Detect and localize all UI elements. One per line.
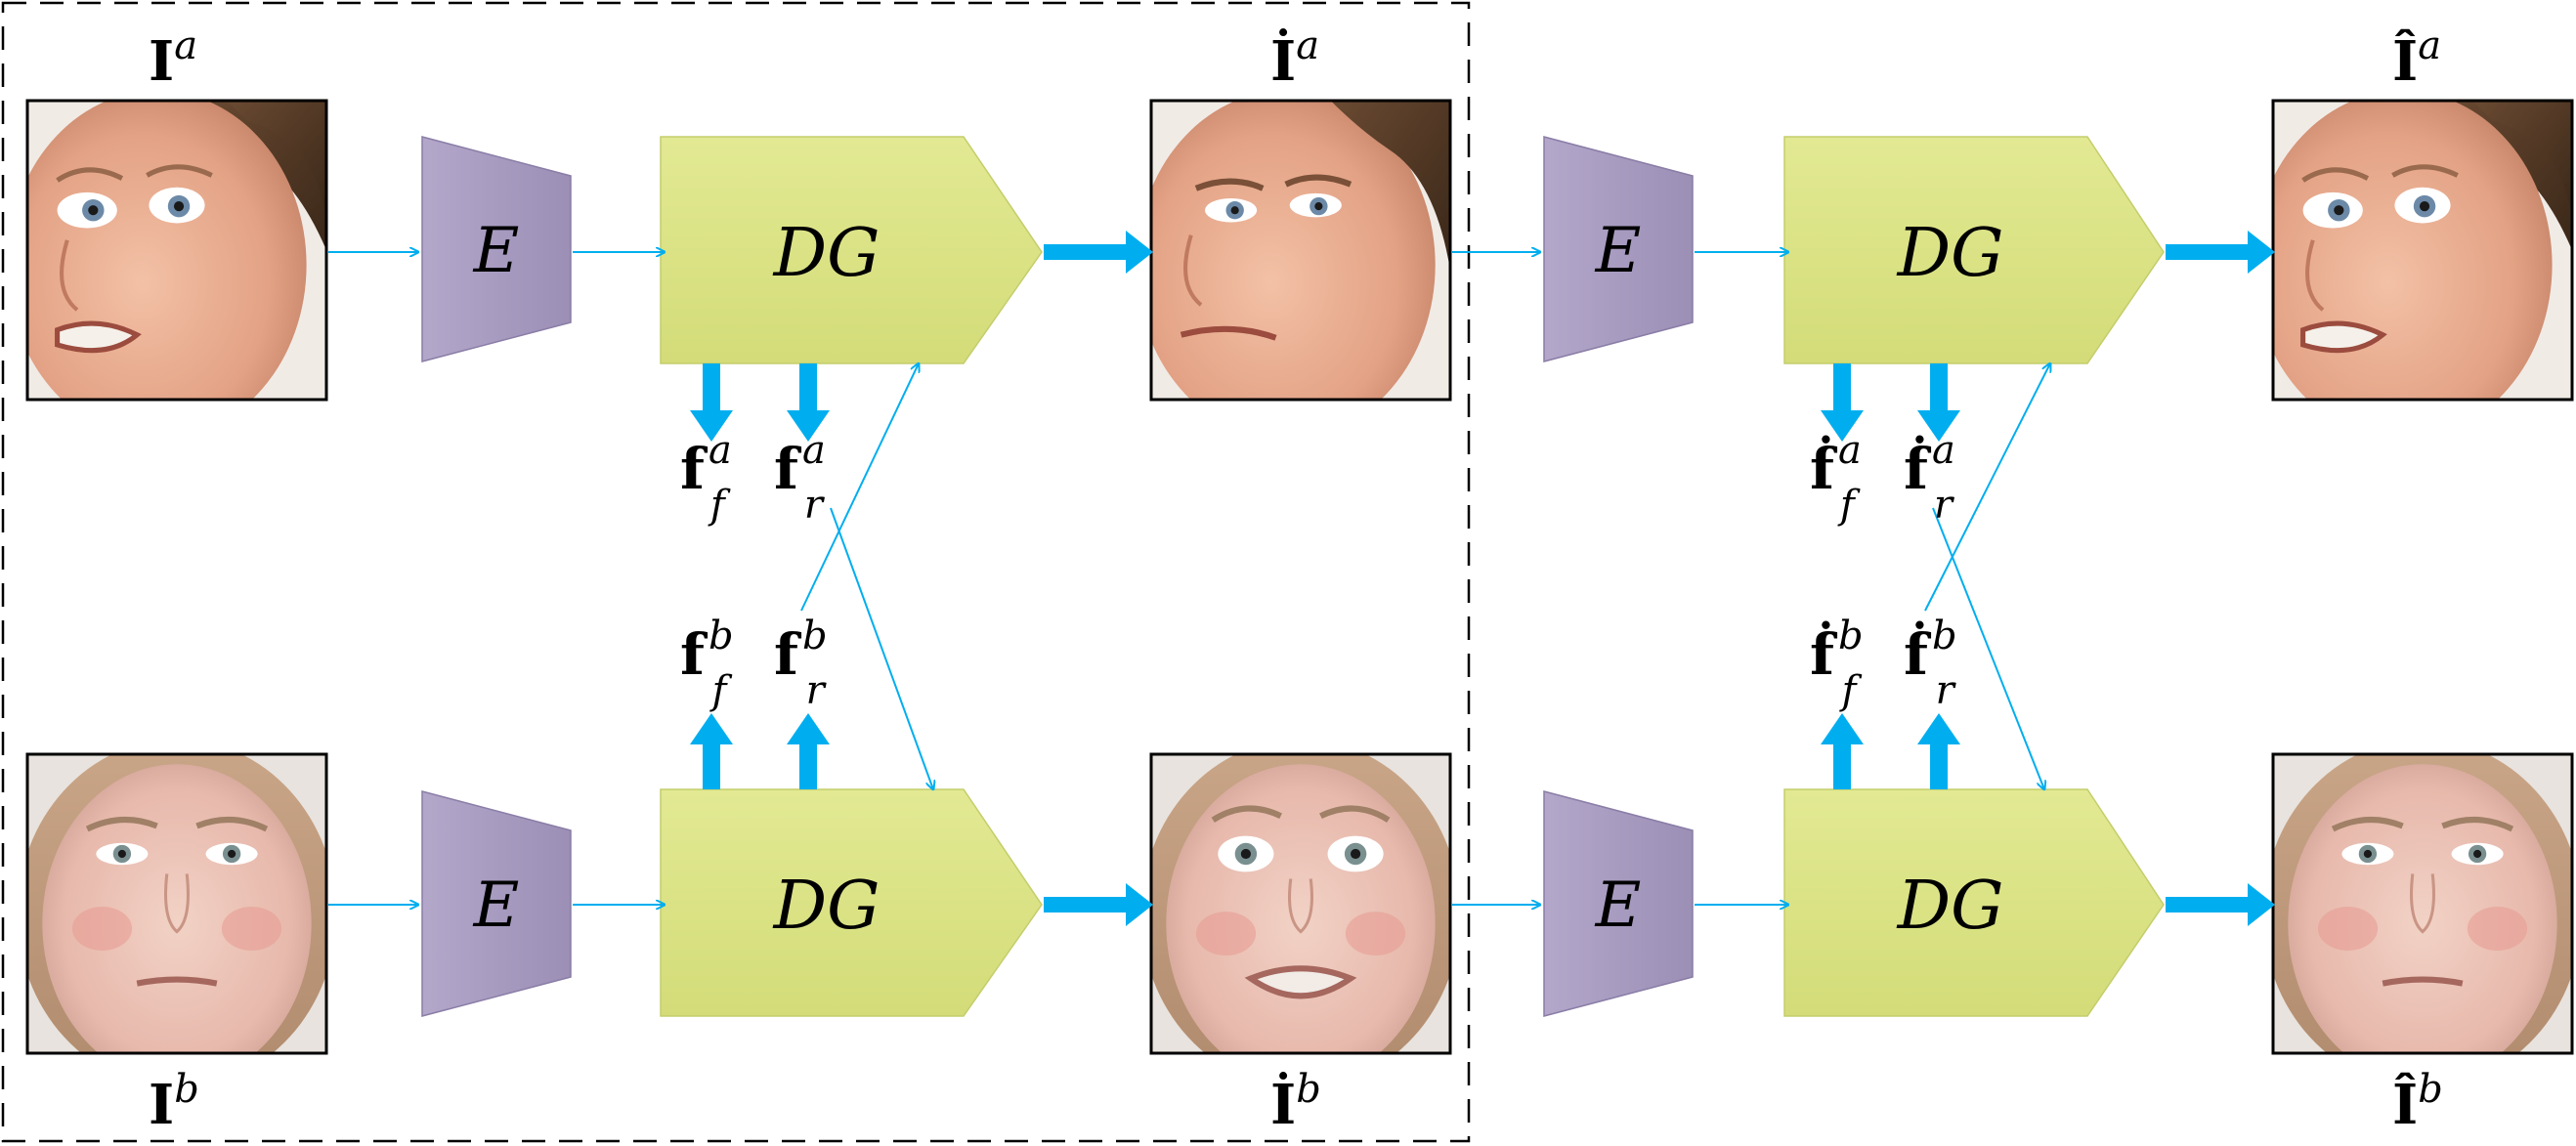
svg-text:DG: DG xyxy=(772,868,880,945)
reconstructed-image-a xyxy=(2271,99,2574,402)
svg-text:E: E xyxy=(1595,215,1642,287)
label-swapped-a: İa xyxy=(1270,23,1319,94)
encoder-stage1-b: E xyxy=(421,790,572,1017)
label-reconstructed-b: Îb xyxy=(2392,1067,2443,1137)
svg-text:DG: DG xyxy=(1896,868,2004,945)
svg-text:E: E xyxy=(473,215,520,287)
encoder-stage2-b: E xyxy=(1543,790,1694,1017)
feature-arrows xyxy=(690,363,1960,789)
svg-text:E: E xyxy=(1595,870,1642,942)
label-reconstructed-a: Îa xyxy=(2392,23,2441,94)
svg-text:DG: DG xyxy=(772,215,880,292)
generator-stage1-b: DG xyxy=(660,788,1043,1017)
swapped-image-a xyxy=(1149,99,1452,402)
output-arrows-thick xyxy=(1044,231,2275,926)
svg-text:DG: DG xyxy=(1896,215,2004,292)
encoder-stage1-a: E xyxy=(421,136,572,362)
input-image-b xyxy=(25,752,328,1055)
svg-text:E: E xyxy=(473,870,520,942)
swapped-image-b xyxy=(1149,752,1452,1055)
encoder-stage2-a: E xyxy=(1543,136,1694,362)
generator-stage2-b: DG xyxy=(1783,788,2165,1017)
flow-arrows-thin xyxy=(328,252,2050,905)
label-input-b: Ib xyxy=(149,1067,199,1137)
generator-stage1-a: DG xyxy=(660,136,1043,364)
label-swapped-b: İb xyxy=(1270,1067,1321,1137)
reconstructed-image-b xyxy=(2271,752,2574,1055)
input-image-a xyxy=(25,99,328,402)
generator-stage2-a: DG xyxy=(1783,136,2165,364)
label-input-a: Ia xyxy=(149,23,197,94)
